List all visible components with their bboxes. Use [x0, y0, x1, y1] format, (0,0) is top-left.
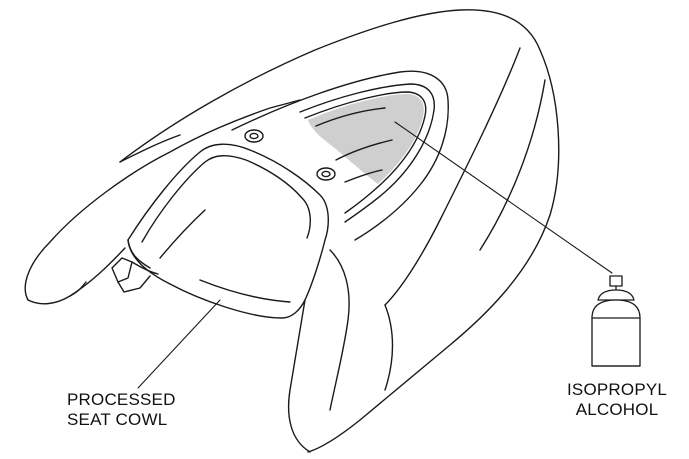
leader-line-cowl: [137, 299, 221, 389]
label-processed-seat-cowl: PROCESSED SEAT COWL: [67, 390, 176, 430]
treated-area: [308, 94, 424, 184]
label-cowl-line1: PROCESSED: [67, 390, 176, 409]
label-cowl-line2: SEAT COWL: [67, 410, 168, 429]
cowl-recessed-pad: [299, 83, 435, 223]
mounting-bolt-lower: [316, 167, 336, 181]
cowl-front-box: [127, 143, 329, 453]
cowl-lower-body: [329, 249, 394, 411]
label-alcohol-line2: ALCOHOL: [575, 400, 659, 419]
cowl-left-panel: [24, 99, 301, 305]
mounting-bolt-upper: [244, 129, 264, 143]
cowl-lower-bracket: [111, 257, 159, 293]
isopropyl-alcohol-can-icon: [591, 275, 641, 367]
label-alcohol-line1: ISOPROPYL: [567, 380, 668, 399]
label-isopropyl-alcohol: ISOPROPYL ALCOHOL: [567, 380, 667, 420]
leader-line-alcohol: [394, 121, 613, 274]
cowl-main-shell: [119, 9, 560, 453]
